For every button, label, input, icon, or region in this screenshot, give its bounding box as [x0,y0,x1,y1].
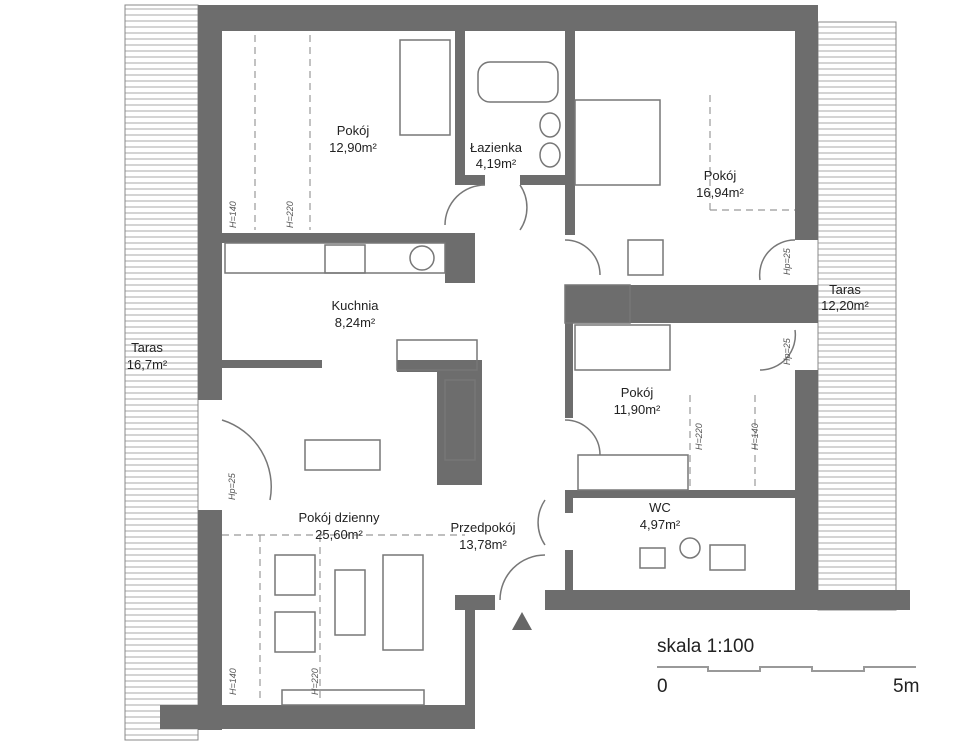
height-mark: Hp=25 [782,247,792,275]
walls [160,5,910,730]
height-mark: Hp=25 [782,337,792,365]
height-zones [222,35,795,700]
height-mark: H=220 [285,201,295,228]
room-area: 16,94m² [696,185,744,200]
room-name: Pokój [337,123,370,138]
room-area: 16,7m² [127,357,168,372]
scale-bar: skala 1:100 0 5m [657,636,919,697]
room-name: Pokój dzienny [299,510,380,525]
scale-start: 0 [657,676,668,697]
terrace-right [817,21,897,611]
room-name: Pokój [704,168,737,183]
height-mark: H=220 [694,423,704,450]
room-area: 11,90m² [614,402,661,417]
scale-end: 5m [893,676,919,697]
terrace-left [124,4,199,741]
room-area: 13,78m² [459,537,507,552]
room-name: Przedpokój [450,520,515,535]
height-mark: H=220 [310,668,320,695]
room-name: Taras [829,282,861,297]
room-area: 4,97m² [640,517,681,532]
room-labels: Pokój 12,90m² Łazienka 4,19m² Pokój 16,9… [127,123,870,552]
fixtures [221,39,797,706]
room-name: Kuchnia [332,298,380,313]
height-mark: H=140 [228,668,238,695]
room-area: 12,90m² [329,140,377,155]
height-mark: H=140 [750,423,760,450]
height-mark: Hp=25 [227,472,237,500]
room-area: 8,24m² [335,315,376,330]
height-mark: H=140 [228,201,238,228]
room-name: Pokój [621,385,654,400]
room-name: Łazienka [470,140,523,155]
room-area: 4,19m² [476,156,517,171]
room-area: 25,60m² [315,527,363,542]
room-name: Taras [131,340,163,355]
room-area: 12,20m² [821,298,869,313]
scale-title: skala 1:100 [657,636,754,657]
room-name: WC [649,500,671,515]
